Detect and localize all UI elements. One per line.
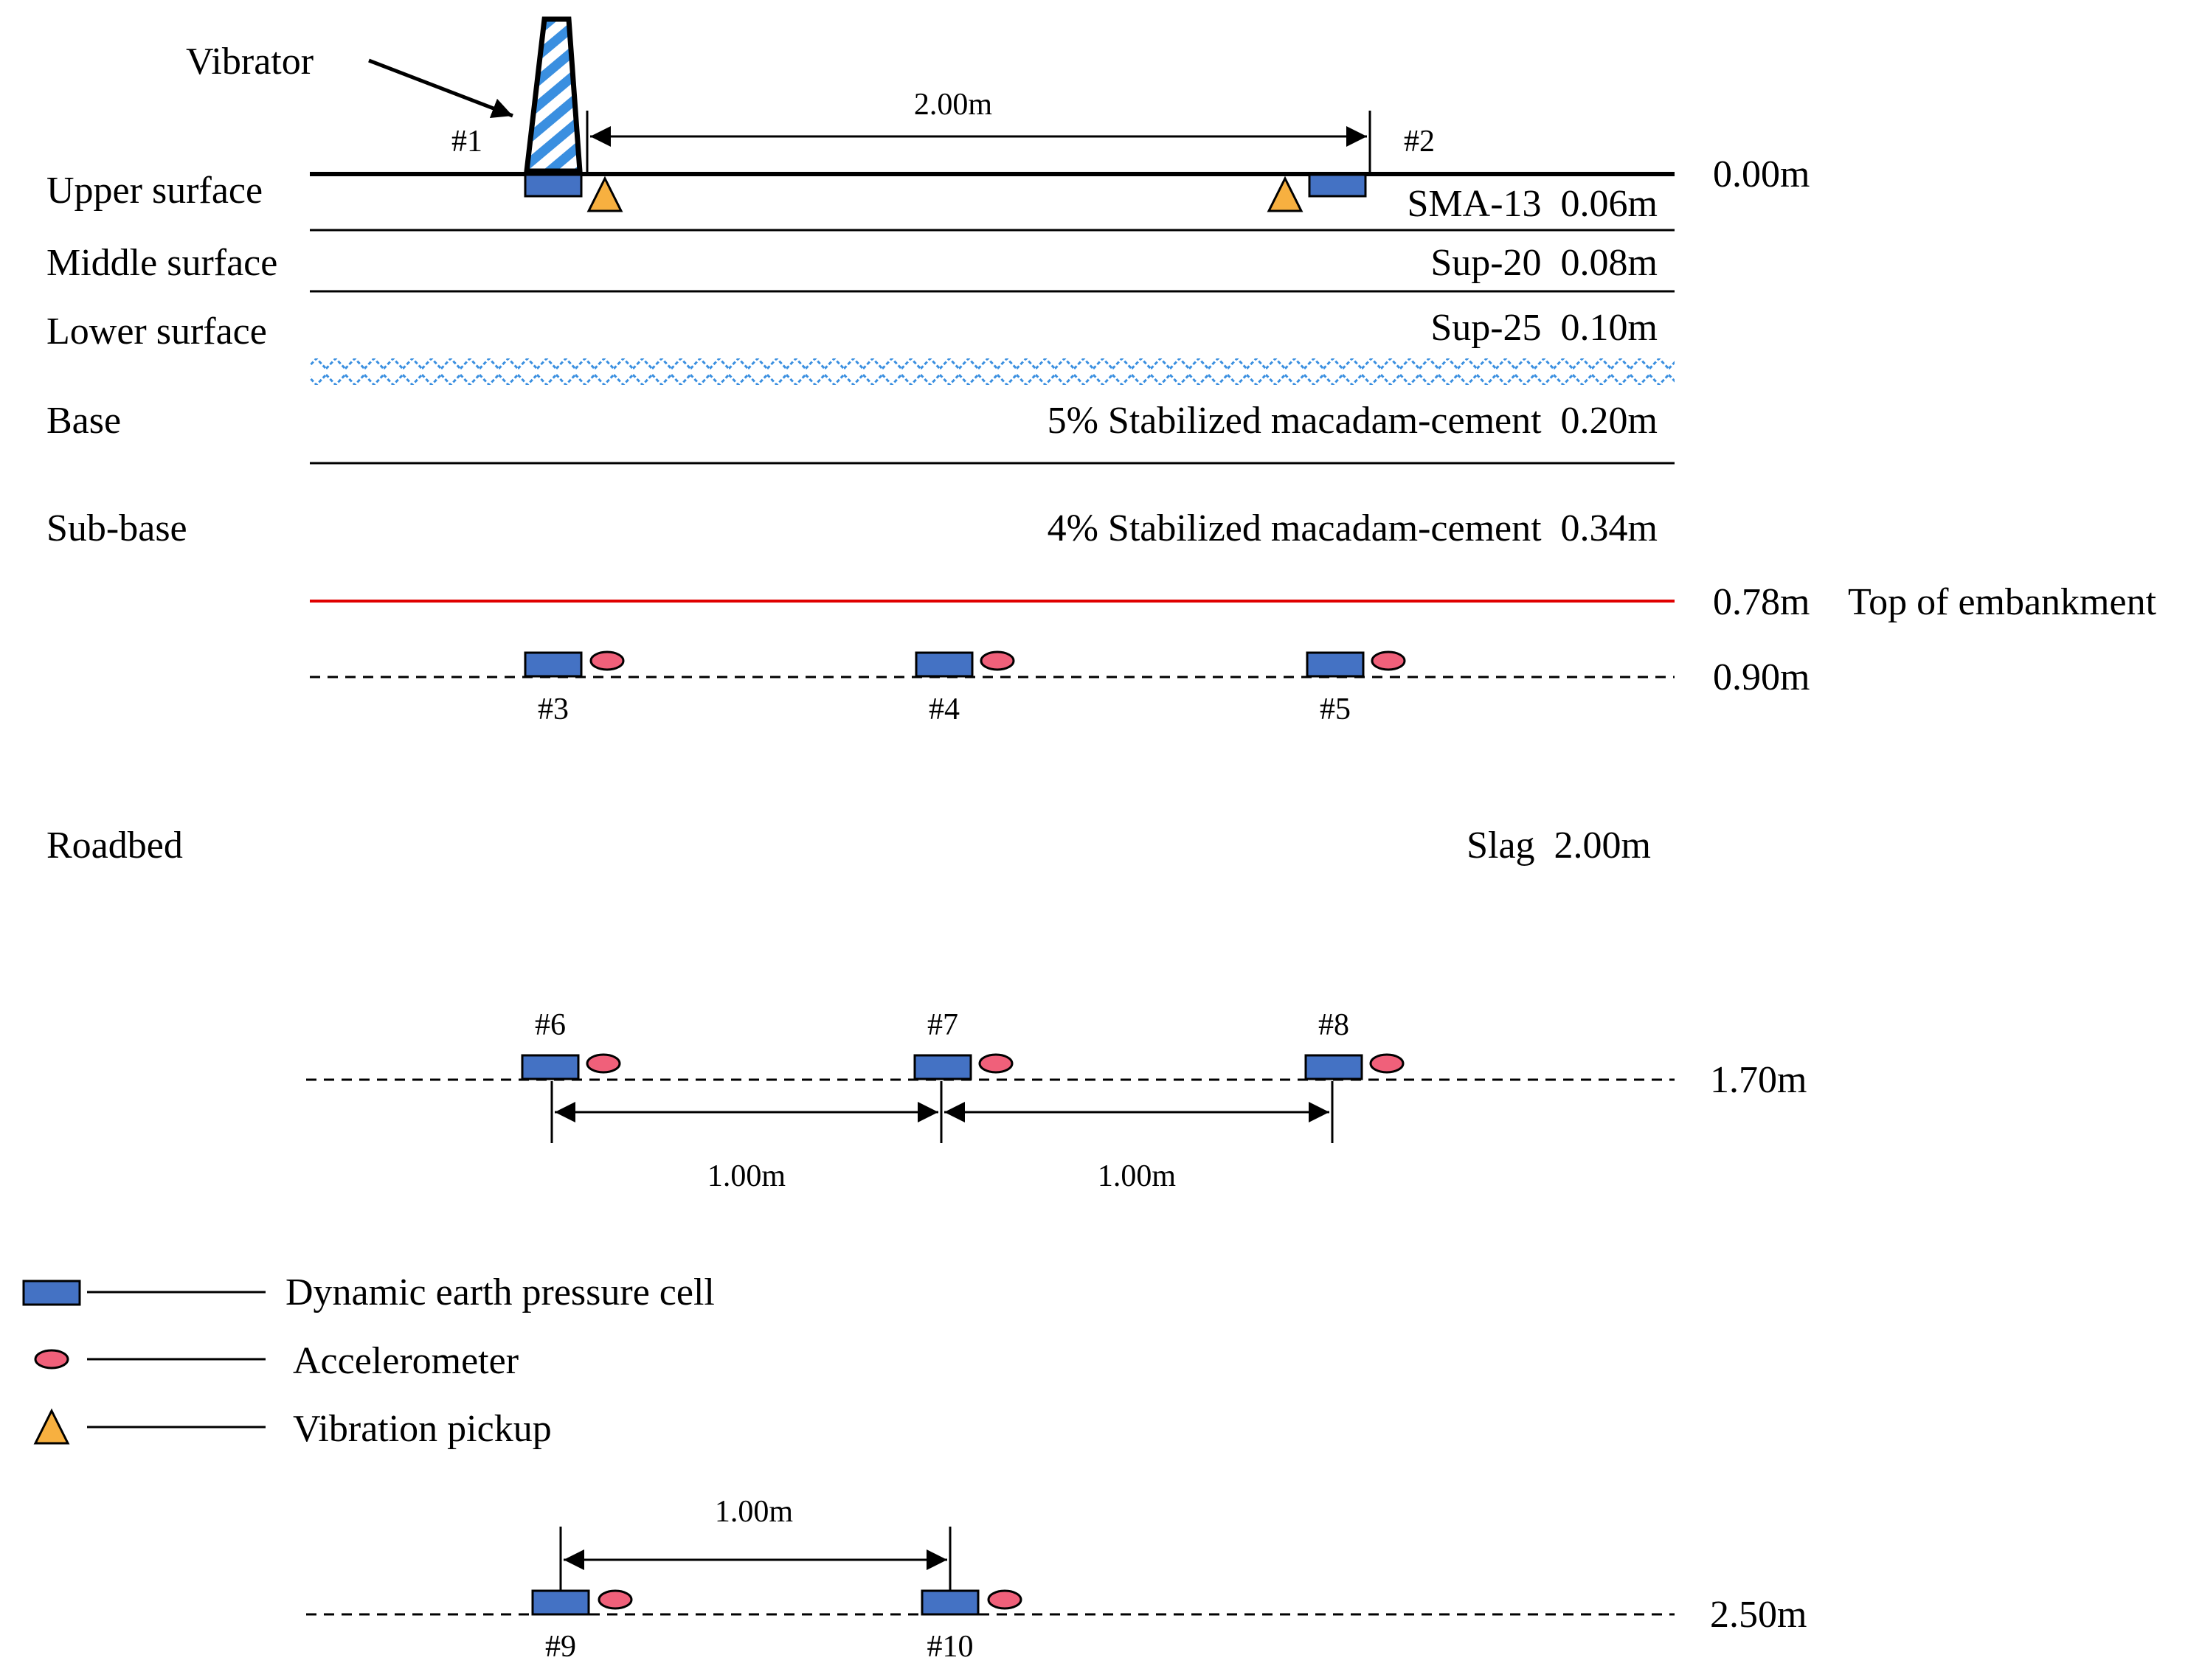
base-hatch-band — [310, 358, 1675, 385]
vibrator-icon — [524, 16, 583, 174]
legend-vibration-pickup-label: Vibration pickup — [293, 1408, 552, 1450]
layer-name-base: Base — [46, 400, 121, 442]
pressure-cell-4 — [915, 651, 974, 678]
depth-label-2-50: 2.50m — [1710, 1594, 1807, 1636]
legend-accelerometer-icon — [34, 1349, 69, 1370]
sensor-8-label: #8 — [1318, 1008, 1349, 1042]
accelerometer-7 — [978, 1053, 1014, 1074]
sensor-2-label: #2 — [1404, 125, 1435, 159]
accelerometer-4 — [980, 650, 1015, 671]
dim-mid-label-right: 1.00m — [1098, 1159, 1177, 1193]
depth-label-1-70: 1.70m — [1710, 1059, 1807, 1101]
accelerometer-9 — [598, 1589, 633, 1610]
depth-label-0-90: 0.90m — [1713, 656, 1810, 698]
layer-name-middle: Middle surface — [46, 242, 277, 284]
layer-name-upper: Upper surface — [46, 170, 263, 212]
layer-name-lower: Lower surface — [46, 310, 267, 353]
legend-pressure-cell-label: Dynamic earth pressure cell — [285, 1271, 715, 1313]
dim-bottom-label: 1.00m — [715, 1495, 794, 1529]
legend-accelerometer-label: Accelerometer — [293, 1340, 519, 1382]
legend-pressure-cell-icon — [22, 1280, 81, 1306]
sensor-7-label: #7 — [927, 1008, 958, 1042]
sensor-6-label: #6 — [535, 1008, 566, 1042]
pressure-cell-7 — [913, 1054, 972, 1080]
accelerometer-3 — [589, 650, 625, 671]
vibration-pickup-2 — [1267, 176, 1303, 212]
pressure-cell-6 — [521, 1054, 580, 1080]
sensor-4-label: #4 — [929, 693, 960, 726]
accelerometer-10 — [987, 1589, 1022, 1610]
depth-note-embankment: Top of embankment — [1848, 581, 2157, 623]
depth-label-0-78: 0.78m — [1713, 581, 1810, 623]
layer-material-subbase: 4% Stabilized macadam-cement 0.34m — [1048, 507, 1658, 549]
sensor-9-label: #9 — [545, 1630, 576, 1664]
pressure-cell-9 — [531, 1589, 590, 1616]
accelerometer-8 — [1369, 1053, 1405, 1074]
pressure-cell-2 — [1308, 173, 1367, 198]
accelerometer-5 — [1371, 650, 1406, 671]
pressure-cell-1 — [524, 173, 583, 198]
depth-label-0-00: 0.00m — [1713, 153, 1810, 195]
dim-top-label: 2.00m — [914, 88, 993, 122]
pressure-cell-3 — [524, 651, 583, 678]
sensor-3-label: #3 — [538, 693, 569, 726]
layer-name-roadbed: Roadbed — [46, 825, 183, 867]
layer-material-middle: Sup-20 0.08m — [1430, 242, 1658, 284]
vibrator-pointer-arrow — [368, 58, 513, 119]
pressure-cell-5 — [1306, 651, 1365, 678]
legend-vibration-pickup-icon — [33, 1408, 70, 1445]
layer-material-roadbed: Slag 2.00m — [1467, 825, 1651, 867]
accelerometer-6 — [586, 1053, 621, 1074]
vibration-pickup-1 — [586, 176, 623, 212]
layer-material-upper: SMA-13 0.06m — [1408, 183, 1658, 225]
layer-material-base: 5% Stabilized macadam-cement 0.20m — [1048, 400, 1658, 442]
dim-mid-label-left: 1.00m — [707, 1159, 786, 1193]
sensor-10-label: #10 — [927, 1630, 974, 1664]
pressure-cell-10 — [921, 1589, 980, 1616]
layer-name-subbase: Sub-base — [46, 507, 187, 549]
sensor-5-label: #5 — [1320, 693, 1351, 726]
pressure-cell-8 — [1304, 1054, 1363, 1080]
vibrator-label: Vibrator — [186, 41, 314, 83]
sensor-1-label: #1 — [451, 125, 482, 159]
layer-material-lower: Sup-25 0.10m — [1430, 307, 1658, 349]
